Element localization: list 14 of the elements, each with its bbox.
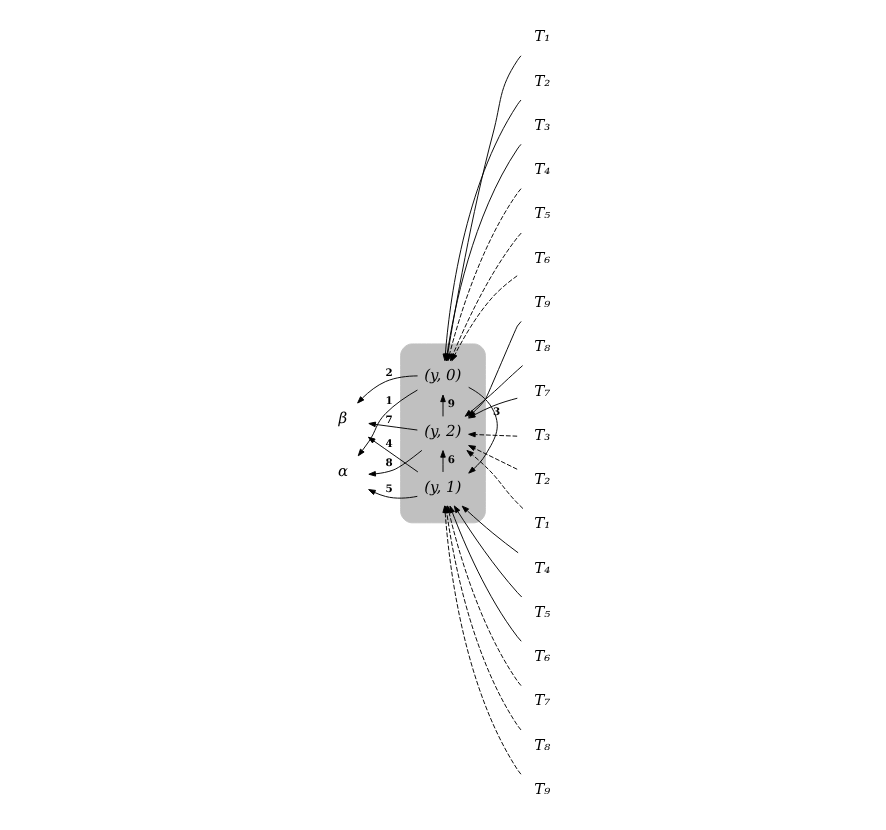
arrow (468, 431, 518, 438)
arrow (461, 505, 519, 554)
arrow (368, 489, 418, 499)
arrow (357, 389, 418, 457)
arrow (440, 394, 446, 417)
cluster (400, 343, 486, 524)
arrow (368, 449, 423, 477)
arrow (367, 436, 419, 473)
arrow (357, 375, 419, 404)
arrow (466, 449, 524, 510)
arrow (440, 450, 446, 473)
arrow (468, 445, 518, 470)
arrow (368, 421, 418, 431)
arrow (453, 505, 523, 598)
